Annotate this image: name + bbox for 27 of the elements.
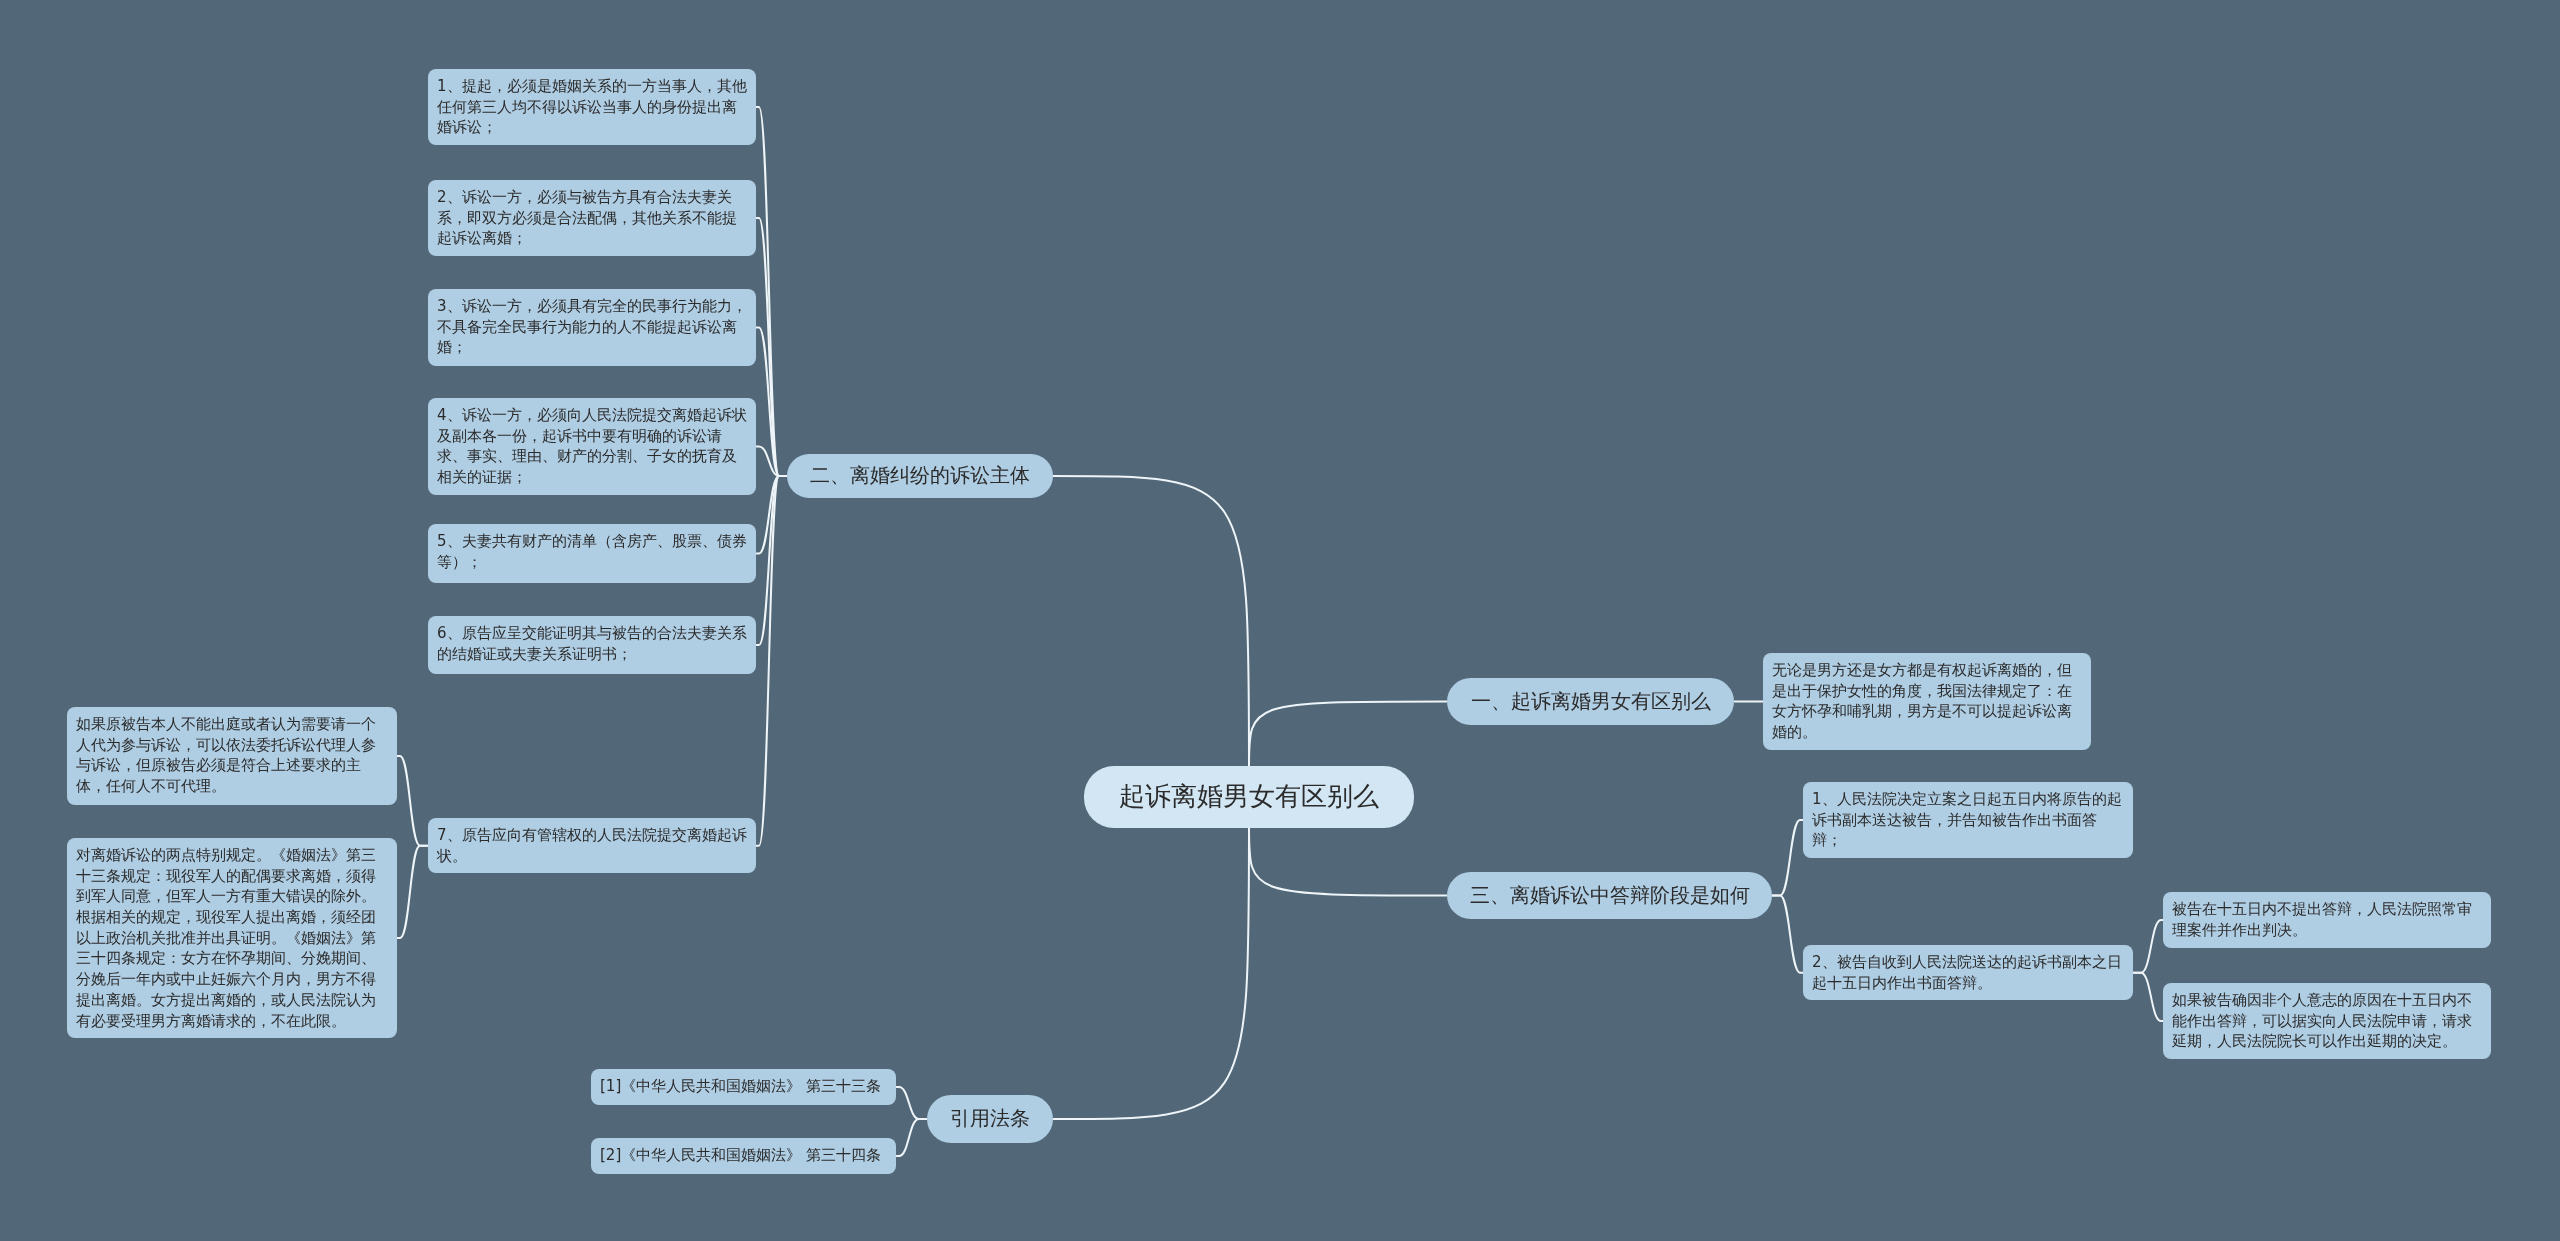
connector-line (1771, 894, 1804, 974)
central-topic: 起诉离婚男女有区别么 (1084, 766, 1414, 828)
note-card: 5、夫妻共有财产的清单（含房产、股票、债券等）； (428, 524, 756, 583)
note-card: 对离婚诉讼的两点特别规定。《婚姻法》第三十三条规定：现役军人的配偶要求离婚，须得到军人同意，但军人一方有重大错误的除外。根据相关的规定，现役军人提出离婚，须经团以上政治机关批准并出具证明。《婚姻法》第三十四条规定：女方在怀孕期间、分娩期间、分娩后一年内或中止妊娠六个月内，男方不得提出离婚。女方提出离婚的，或人民法院认为有必要受理男方离婚请求的，不在此限。 (67, 838, 397, 1039)
note-card: 4、诉讼一方，必须向人民法院提交离婚起诉状及副本各一份，起诉书中要有明确的诉讼请求、事实、理由、财产的分割、子女的抚育及相关的证据； (428, 398, 756, 495)
connector-line (895, 1118, 928, 1157)
topic-bubble: 二、离婚纠纷的诉讼主体 (787, 454, 1053, 498)
connector-line (2132, 971, 2164, 1023)
topic-bubble: 三、离婚诉讼中答辩阶段是如何 (1447, 872, 1772, 919)
note-card: 被告在十五日内不提出答辩，人民法院照常审理案件并作出判决。 (2163, 892, 2491, 948)
connector-line (1248, 700, 1448, 767)
note-card: 2、诉讼一方，必须与被告方具有合法夫妻关系，即双方必须是合法配偶，其他关系不能提起诉讼离婚； (428, 180, 756, 257)
note-card: 1、人民法院决定立案之日起五日内将原告的起诉书副本送达被告，并告知被告作出书面答辩； (1803, 782, 2133, 859)
note-card: 如果被告确因非个人意志的原因在十五日内不能作出答辩，可以据实向人民法院申请，请求延期，人民法院院长可以作出延期的决定。 (2163, 983, 2491, 1060)
connector-line (1733, 700, 1764, 703)
topic-bubble: 一、起诉离婚男女有区别么 (1447, 678, 1734, 725)
note-card: [1]《中华人民共和国婚姻法》 第三十三条 (591, 1069, 896, 1105)
note-card: 3、诉讼一方，必须具有完全的民事行为能力，不具备完全民事行为能力的人不能提起诉讼离婚； (428, 289, 756, 366)
note-card: 2、被告自收到人民法院送达的起诉书副本之日起十五日内作出书面答辩。 (1803, 945, 2133, 1001)
connector-line (396, 844, 429, 940)
note-card: 1、提起，必须是婚姻关系的一方当事人，其他任何第三人均不得以诉讼当事人的身份提出离婚诉讼； (428, 69, 756, 146)
note-card: 如果原被告本人不能出庭或者认为需要请一个人代为参与诉讼，可以依法委托诉讼代理人参与诉讼，但原被告必须是符合上述要求的主体，任何人不可代理。 (67, 707, 397, 805)
topic-bubble: 引用法条 (927, 1095, 1053, 1143)
note-card: 7、原告应向有管辖权的人民法院提交离婚起诉状。 (428, 818, 756, 874)
note-card: 6、原告应呈交能证明其与被告的合法夫妻关系的结婚证或夫妻关系证明书； (428, 616, 756, 674)
note-card: 无论是男方还是女方都是有权起诉离婚的，但是出于保护女性的角度，我国法律规定了：在女方怀孕和哺乳期，男方是不可以提起诉讼离婚的。 (1763, 653, 2091, 750)
note-card: [2]《中华人民共和国婚姻法》 第三十四条 (591, 1138, 896, 1174)
